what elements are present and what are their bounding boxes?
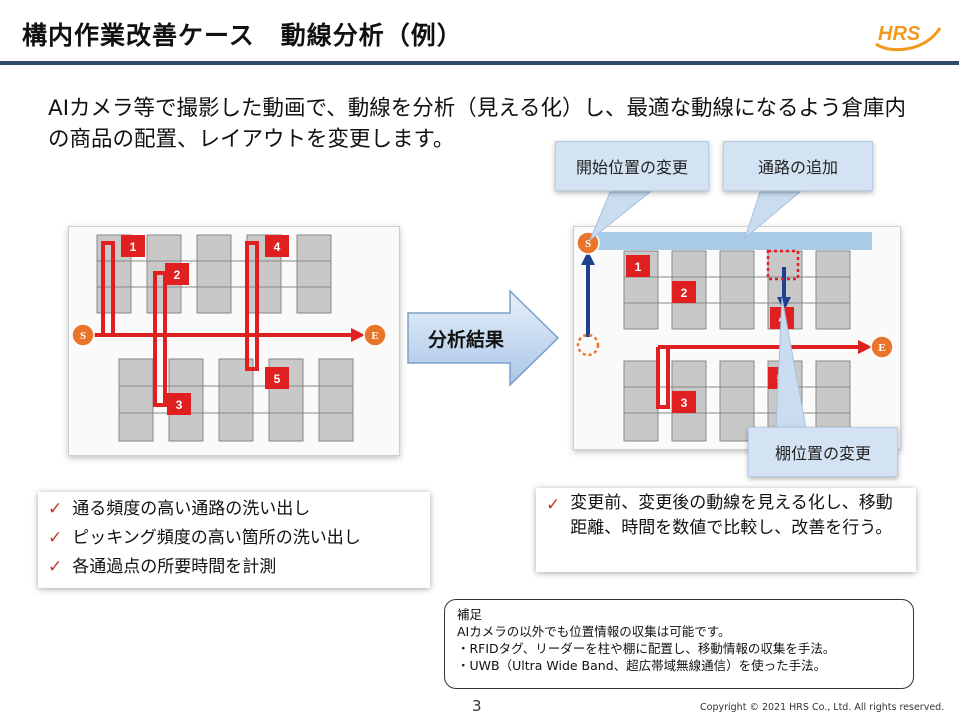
end-marker — [870, 335, 894, 359]
after-layout-diagram: 12 34 5 SE — [573, 226, 901, 450]
svg-text:2: 2 — [681, 286, 688, 300]
shelf-marker-4 — [265, 235, 289, 257]
svg-text:S: S — [80, 330, 86, 342]
shelf-marker-2 — [672, 281, 696, 303]
page-number: 3 — [472, 697, 482, 715]
check-icon: ✓ — [48, 557, 63, 577]
page-title: 構内作業改善ケース 動線分析（例） — [22, 21, 463, 50]
title-divider — [0, 61, 959, 65]
before-layout-diagram: 1 2 3 4 5 S E — [68, 226, 400, 456]
old-shelf-position — [766, 249, 800, 281]
list-item: ✓ピッキング頻度の高い箇所の洗い出し — [48, 524, 430, 553]
svg-text:2: 2 — [174, 268, 181, 282]
old-start-position — [576, 333, 600, 357]
arrow-label: 分析結果 — [428, 328, 504, 351]
note-line: AIカメラの以外でも位置情報の収集は可能です。 — [457, 624, 731, 639]
shelf-marker-1 — [626, 255, 650, 277]
supplement-note: 補足 AIカメラの以外でも位置情報の収集は可能です。 ・RFIDタグ、リーダーを… — [444, 599, 914, 689]
svg-text:E: E — [371, 330, 378, 342]
check-icon: ✓ — [546, 495, 561, 515]
list-item: ✓ 変更前、変更後の動線を見える化し、移動距離、時間を数値で比較し、改善を行う。 — [546, 491, 906, 541]
shelf-marker-3 — [672, 391, 696, 413]
check-icon: ✓ — [48, 499, 63, 519]
svg-text:1: 1 — [635, 260, 642, 274]
shelf-marker-1 — [121, 235, 145, 257]
right-points-panel: ✓ 変更前、変更後の動線を見える化し、移動距離、時間を数値で比較し、改善を行う。 — [536, 488, 916, 572]
svg-text:5: 5 — [274, 372, 281, 386]
svg-text:4: 4 — [274, 240, 281, 254]
check-icon: ✓ — [48, 528, 63, 548]
callout-start-change: 開始位置の変更 — [555, 141, 709, 191]
shelf-marker-2 — [165, 263, 189, 285]
list-item: ✓通る頻度の高い通路の洗い出し — [48, 495, 430, 524]
note-line: ・UWB（Ultra Wide Band、超広帯域無線通信）を使った手法。 — [457, 658, 827, 673]
note-line: ・RFIDタグ、リーダーを柱や棚に配置し、移動情報の収集を手法。 — [457, 641, 836, 656]
svg-text:S: S — [585, 238, 591, 250]
callout-shelf-change: 棚位置の変更 — [748, 427, 898, 477]
end-marker — [363, 323, 387, 347]
svg-text:3: 3 — [176, 398, 183, 412]
svg-text:E: E — [878, 342, 885, 354]
list-item: ✓各通過点の所要時間を計測 — [48, 553, 430, 582]
svg-text:1: 1 — [130, 240, 137, 254]
callout-aisle-added: 通路の追加 — [723, 141, 873, 191]
hrs-logo: HRS — [875, 23, 942, 52]
start-marker — [71, 323, 95, 347]
logo-text: HRS — [878, 23, 921, 45]
left-points-panel: ✓通る頻度の高い通路の洗い出し ✓ピッキング頻度の高い箇所の洗い出し ✓各通過点… — [38, 492, 430, 588]
note-heading: 補足 — [457, 607, 483, 622]
copyright: Copyright © 2021 HRS Co., Ltd. All right… — [700, 702, 945, 713]
svg-text:3: 3 — [681, 396, 688, 410]
lead-text: AIカメラ等で撮影した動画で、動線を分析（見える化）し、最適な動線になるよう倉庫… — [48, 96, 907, 152]
added-aisle — [588, 232, 872, 250]
shelf-marker-3 — [167, 393, 191, 415]
analysis-arrow: 分析結果 — [407, 289, 560, 387]
shelf-marker-5 — [265, 367, 289, 389]
